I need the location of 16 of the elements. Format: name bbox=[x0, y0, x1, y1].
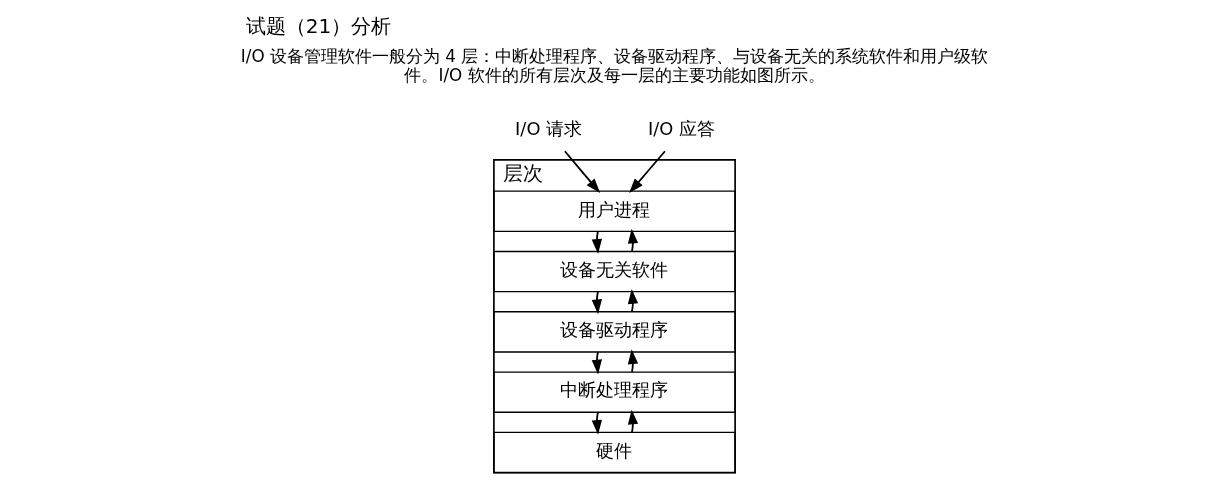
node-text: I/O 应答 bbox=[647, 118, 716, 140]
diagram-title: 试题（21）分析 bbox=[245, 14, 392, 39]
node-text: I/O 请求 bbox=[515, 118, 583, 140]
label: I/O 设备管理软件一般分为 4 层：中断处理程序、设备驱动程序、与设备无关的系统软件和用户级软件。I/O 软件的所有层次及每一层的主要功能如图所示。 bbox=[240, 45, 989, 85]
arrow bbox=[591, 351, 602, 375]
node-box: 硬件 bbox=[493, 431, 736, 474]
arrow bbox=[627, 409, 639, 433]
arrow bbox=[629, 150, 666, 194]
node-box: 用户进程 bbox=[493, 190, 736, 233]
arrow bbox=[591, 411, 602, 435]
node-box: 中断处理程序 bbox=[493, 371, 736, 413]
arrow bbox=[627, 228, 639, 253]
arrow bbox=[564, 150, 601, 194]
arrow bbox=[627, 349, 639, 373]
node-box: 设备无关软件 bbox=[493, 250, 736, 293]
node-box: 设备驱动程序 bbox=[493, 311, 736, 353]
